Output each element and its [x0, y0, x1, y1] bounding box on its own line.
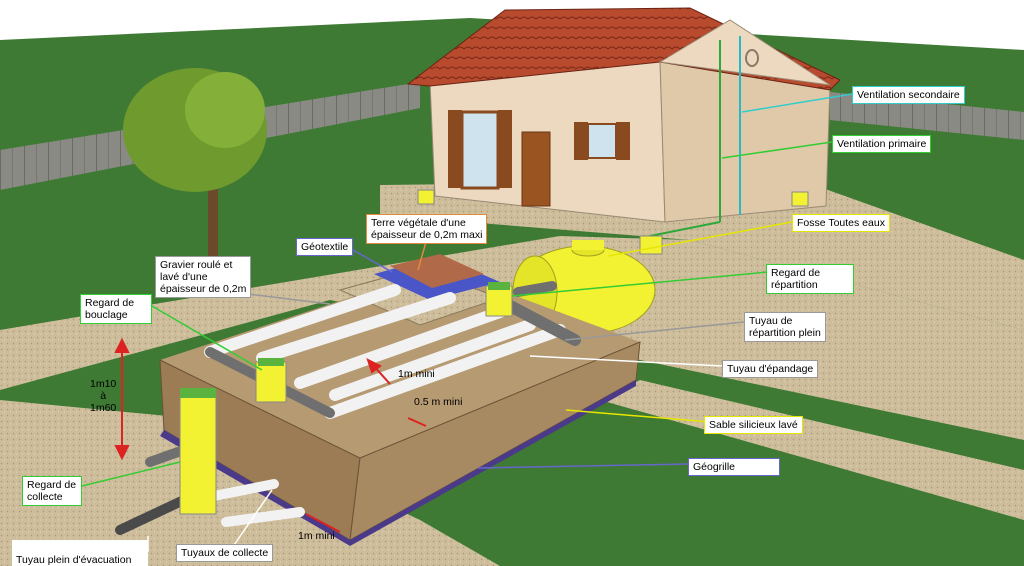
- collect-pipe-3: [145, 447, 183, 467]
- tree-trunk: [208, 170, 218, 260]
- collecte-pipes: [115, 447, 305, 535]
- label-tuyau-epandage: Tuyau d'épandage: [722, 360, 819, 378]
- label-regard-repartition: Regard de répartition: [766, 264, 854, 294]
- regard-repartition-box: [485, 285, 513, 317]
- label-geotextile: Géotextile: [296, 238, 354, 256]
- collect-pipe-1: [209, 479, 279, 501]
- distribution-pipes: [204, 281, 581, 419]
- spacing-1m-text: 1m mini: [398, 368, 435, 380]
- window-left: [460, 110, 500, 190]
- label-gravier: Gravier roulé et lavé d'une épaisseur de…: [155, 256, 252, 298]
- pipe-3: [294, 306, 506, 389]
- label-tuyau-evacuation: Tuyau plein d'évacuation vers infiltrati…: [12, 540, 148, 566]
- regard-house-left: [417, 189, 435, 205]
- label-ventilation-primaire: Ventilation primaire: [832, 135, 932, 153]
- regard-collecte-box: [179, 395, 217, 515]
- shutter-left-a: [448, 110, 462, 188]
- vent-link: [649, 221, 721, 237]
- spacing-1m-bottom-arrow: [305, 513, 341, 533]
- tree: [123, 68, 267, 260]
- gravel-strip-right: [600, 380, 1024, 520]
- collect-pipe-2: [221, 507, 305, 527]
- geogrille-layer-side: [350, 380, 636, 546]
- window-right: [587, 123, 617, 159]
- spacing-05m-arrow: [407, 417, 427, 427]
- depth-range-text: 1m10 à 1m60: [90, 378, 117, 414]
- terre-vegetale: [390, 254, 484, 288]
- leader-lines: [81, 93, 853, 552]
- house: [406, 7, 841, 223]
- regard-repartition-lid: [488, 282, 510, 290]
- label-fosse-toutes-eaux: Fosse Toutes eaux: [792, 214, 890, 232]
- door: [521, 131, 551, 207]
- fence-right: [830, 92, 1024, 140]
- label-regard-bouclage: Regard de bouclage: [80, 294, 152, 324]
- pipe-5: [324, 324, 566, 419]
- evacuation-pipe: [115, 493, 193, 535]
- dimension-arrows: [114, 337, 427, 533]
- label-ventilation-secondaire: Ventilation secondaire: [852, 86, 965, 104]
- spacing-05m-text: 0.5 m mini: [414, 396, 463, 408]
- label-sable-silicieux: Sable silicieux lavé: [704, 416, 803, 434]
- regard-fosse-inlet: [639, 235, 663, 255]
- label-tuyau-repartition-plein: Tuyau de répartition plein: [744, 312, 826, 342]
- regard-collecte-lid: [180, 388, 216, 398]
- tuyau-evacuation-line1: Tuyau plein d'évacuation: [16, 554, 132, 566]
- regard-bouclage-lid: [258, 358, 284, 366]
- shutter-right-b: [616, 122, 630, 160]
- pipe-2: [256, 292, 456, 364]
- shutter-right-a: [574, 122, 588, 160]
- label-terre-vegetale: Terre végétale d'une épaisseur de 0,2m m…: [366, 214, 488, 244]
- label-regard-collecte: Regard de collecte: [22, 476, 82, 506]
- label-tuyaux-collecte: Tuyaux de collecte: [176, 544, 274, 562]
- house-roof-gable: [658, 19, 831, 86]
- regard-bouclage-box: [255, 361, 287, 403]
- regard-house-right: [791, 191, 809, 207]
- pipe-4: [329, 319, 536, 401]
- shutter-left-b: [498, 110, 512, 188]
- pipe-1: [204, 284, 401, 358]
- oeil-de-boeuf: [745, 49, 759, 67]
- spacing-1m-bottom-text: 1m mini: [298, 530, 335, 542]
- label-geogrille: Géogrille: [688, 458, 780, 476]
- pipe-tank-outlet: [513, 281, 557, 297]
